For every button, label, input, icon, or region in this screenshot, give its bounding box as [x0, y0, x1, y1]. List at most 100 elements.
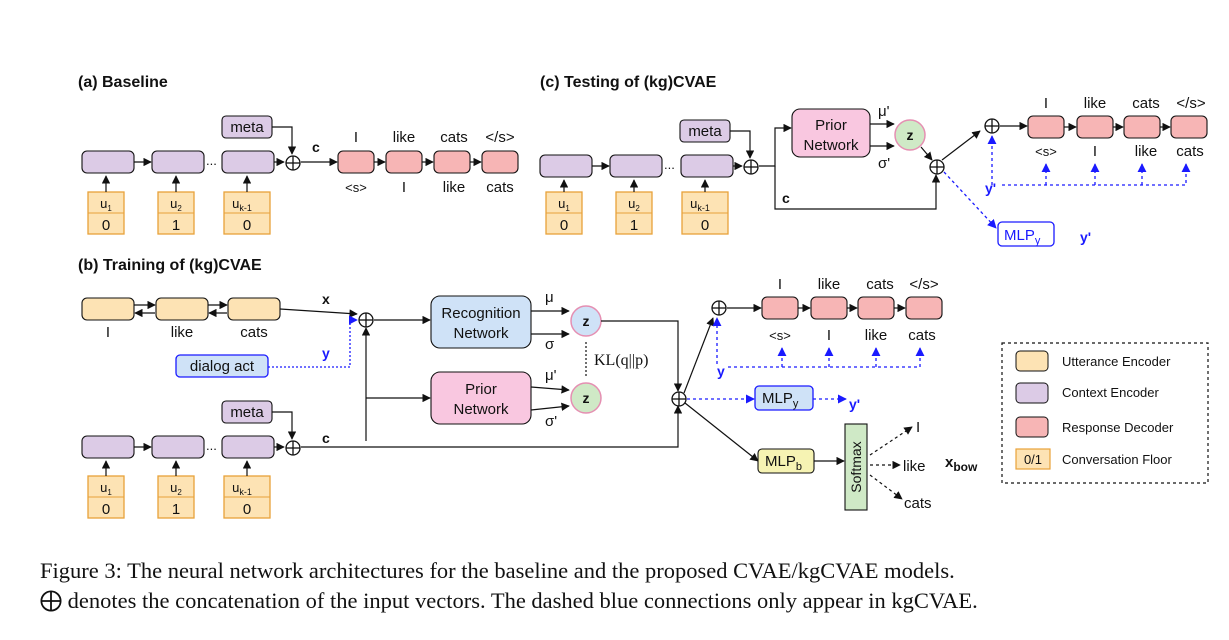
arrow: [301, 405, 683, 448]
legend-swatch: [1015, 448, 1051, 470]
input-word: <s>: [769, 328, 791, 343]
legend-swatch: [1015, 382, 1049, 404]
meta-label: meta: [230, 404, 264, 421]
legend-floor-box: 0/1: [1024, 452, 1042, 467]
prior-network-label: Network: [803, 137, 859, 154]
bow-word: cats: [904, 495, 932, 512]
z-node: [894, 119, 926, 151]
input-word: like: [865, 327, 888, 344]
utterance-label: uk-1: [232, 480, 252, 497]
symbol-c: c: [322, 430, 330, 446]
symbol-mu-prime: μ': [545, 367, 557, 384]
utterance-encoder: [227, 297, 281, 321]
legend-label: Response Decoder: [1062, 420, 1174, 435]
utterance-label: u1: [100, 196, 112, 213]
utterance-label: uk-1: [690, 196, 710, 213]
symbol-c: c: [782, 190, 790, 206]
concat-icon: [711, 300, 727, 316]
meta-label: meta: [688, 123, 722, 140]
arrow: [279, 308, 358, 318]
mlp-y-box: [754, 385, 814, 411]
floor-value: 0: [243, 217, 251, 234]
legend-label: Conversation Floor: [1062, 452, 1172, 467]
input-word: cats: [1176, 143, 1204, 160]
bow-word: like: [903, 458, 926, 475]
caption-line-2-text: denotes the concatenation of the input v…: [67, 588, 978, 613]
prior-network-label: Network: [453, 401, 509, 418]
output-word: </s>: [1176, 95, 1205, 112]
context-encoder: [151, 435, 205, 459]
output-word: like: [1084, 95, 1107, 112]
concat-icon: [285, 155, 301, 171]
arrow: [683, 317, 715, 394]
output-word: cats: [1132, 95, 1160, 112]
caption-line-1: Figure 3: The neural network architectur…: [40, 558, 955, 583]
bow-word: I: [916, 419, 920, 436]
concat-icon: [984, 118, 1000, 134]
input-word: I: [1093, 143, 1097, 160]
figure-caption: Figure 3: The neural network architectur…: [40, 556, 1210, 616]
input-word: cats: [486, 179, 514, 196]
input-word: I: [106, 324, 110, 341]
panel-b-title: (b) Training of (kg)CVAE: [78, 257, 262, 274]
softmax-label: Softmax: [848, 441, 864, 492]
dashed-arrow: [268, 315, 358, 368]
utterance-column: u1 0: [87, 175, 125, 235]
arrow: [530, 385, 570, 394]
floor-value: 0: [560, 217, 568, 234]
mlp-y-box: [997, 221, 1055, 247]
utterance-column: u2 1: [615, 179, 653, 235]
arrow: [530, 402, 570, 411]
output-word: like: [393, 129, 416, 146]
context-encoder: [539, 154, 593, 178]
output-word: cats: [440, 129, 468, 146]
z-label: z: [583, 313, 590, 329]
output-word: like: [818, 276, 841, 293]
dashed-arrow: [728, 347, 925, 368]
arrow: [774, 166, 941, 210]
legend-label: Utterance Encoder: [1062, 354, 1171, 369]
panel-a-title: (a) Baseline: [78, 74, 168, 91]
symbol-y: y: [717, 363, 725, 379]
dialog-act-box: [175, 354, 269, 378]
arrow: [684, 402, 759, 462]
context-encoder: [221, 150, 275, 174]
mlp-y-label: MLPy: [762, 390, 799, 410]
input-word: like: [443, 179, 466, 196]
mlp-y-label: MLPy: [1004, 227, 1041, 247]
output-word: I: [1044, 95, 1048, 112]
arrow: [272, 411, 297, 440]
output-word: I: [778, 276, 782, 293]
output-word: </s>: [485, 129, 514, 146]
utterance-column: u1 0: [545, 179, 583, 235]
symbol-y-prime: y': [985, 180, 996, 196]
softmax-box: [844, 423, 868, 511]
symbol-sigma-prime: σ': [878, 155, 890, 172]
response-decoder: [857, 296, 895, 320]
prior-network-label: Prior: [465, 381, 497, 398]
response-decoder: [761, 296, 799, 320]
recognition-network-label: Recognition: [441, 305, 520, 322]
input-word: <s>: [345, 180, 367, 195]
floor-value: 1: [630, 217, 638, 234]
symbol-y-prime: y': [849, 396, 860, 412]
utterance-label: u1: [558, 196, 570, 213]
floor-value: 1: [172, 217, 180, 234]
floor-value: 0: [243, 501, 251, 518]
concat-icon: [40, 590, 62, 612]
floor-value: 0: [102, 217, 110, 234]
dialog-act-label: dialog act: [190, 358, 255, 375]
mlp-b-label: MLPb: [765, 453, 802, 473]
arrow: [759, 123, 792, 167]
utterance-encoder: [81, 297, 135, 321]
context-encoder: [221, 435, 275, 459]
symbol-c: c: [312, 139, 320, 155]
utterance-column: uk-1 0: [223, 175, 271, 235]
legend: [1001, 342, 1209, 484]
input-word: like: [171, 324, 194, 341]
arrow: [601, 320, 683, 392]
legend-swatch: [1015, 350, 1049, 372]
xbow-label: xbow: [945, 454, 978, 474]
utterance-column: uk-1 0: [681, 179, 729, 235]
symbol-x: x: [322, 291, 330, 307]
